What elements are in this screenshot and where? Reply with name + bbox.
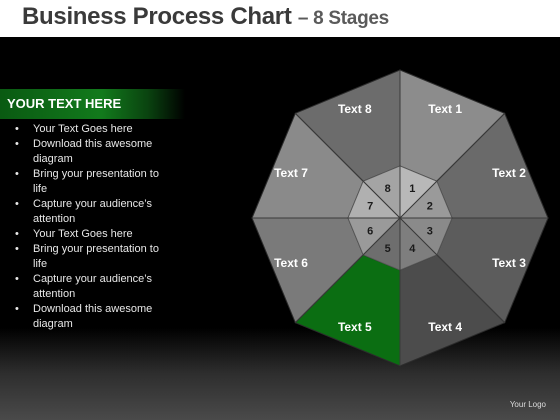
- stage-4-label: Text 4: [428, 320, 462, 334]
- stage-8-label: Text 8: [338, 102, 372, 116]
- bullet-item: Download this awesome diagram: [15, 137, 175, 167]
- text-panel-heading: YOUR TEXT HERE: [7, 96, 122, 111]
- title-subtitle: – 8 Stages: [297, 8, 389, 29]
- stage-3-label: Text 3: [492, 256, 526, 270]
- bullet-item: Capture your audience’s attention: [15, 197, 175, 227]
- title-main: Business Process Chart: [22, 3, 292, 30]
- stage-2-number: 2: [427, 201, 433, 213]
- stage-7-number: 7: [367, 201, 373, 213]
- spoke-line: [399, 112, 506, 219]
- text-panel-header-band: [0, 89, 185, 119]
- stage-6-label: Text 6: [274, 256, 308, 270]
- title-bar: Business Process Chart – 8 Stages: [0, 0, 560, 37]
- stage-3-number: 3: [427, 225, 433, 237]
- page-title: Business Process Chart – 8 Stages: [22, 3, 389, 31]
- footer-logo: Your Logo: [509, 400, 546, 409]
- stage-6-number: 6: [367, 225, 373, 237]
- bullet-item: Capture your audience’s attention: [15, 272, 175, 302]
- bullet-item: Your Text Goes here: [15, 227, 175, 242]
- stage-8-number: 8: [385, 183, 391, 195]
- stage-4-number: 4: [409, 243, 416, 255]
- bullet-item: Bring your presentation to life: [15, 242, 175, 272]
- spoke-line: [294, 217, 401, 324]
- stage-7-label: Text 7: [274, 166, 308, 180]
- stage-1-label: Text 1: [428, 102, 462, 116]
- spoke-line: [399, 217, 506, 324]
- stage-2-label: Text 2: [492, 166, 526, 180]
- stage-5-label: Text 5: [338, 320, 372, 334]
- bullet-item: Download this awesome diagram: [15, 302, 175, 332]
- bullet-item: Your Text Goes here: [15, 122, 175, 137]
- bullet-list: Your Text Goes here Download this awesom…: [15, 122, 175, 332]
- stage-1-number: 1: [409, 183, 415, 195]
- spoke-line: [294, 112, 401, 219]
- stage-5-number: 5: [385, 243, 391, 255]
- bullet-item: Bring your presentation to life: [15, 167, 175, 197]
